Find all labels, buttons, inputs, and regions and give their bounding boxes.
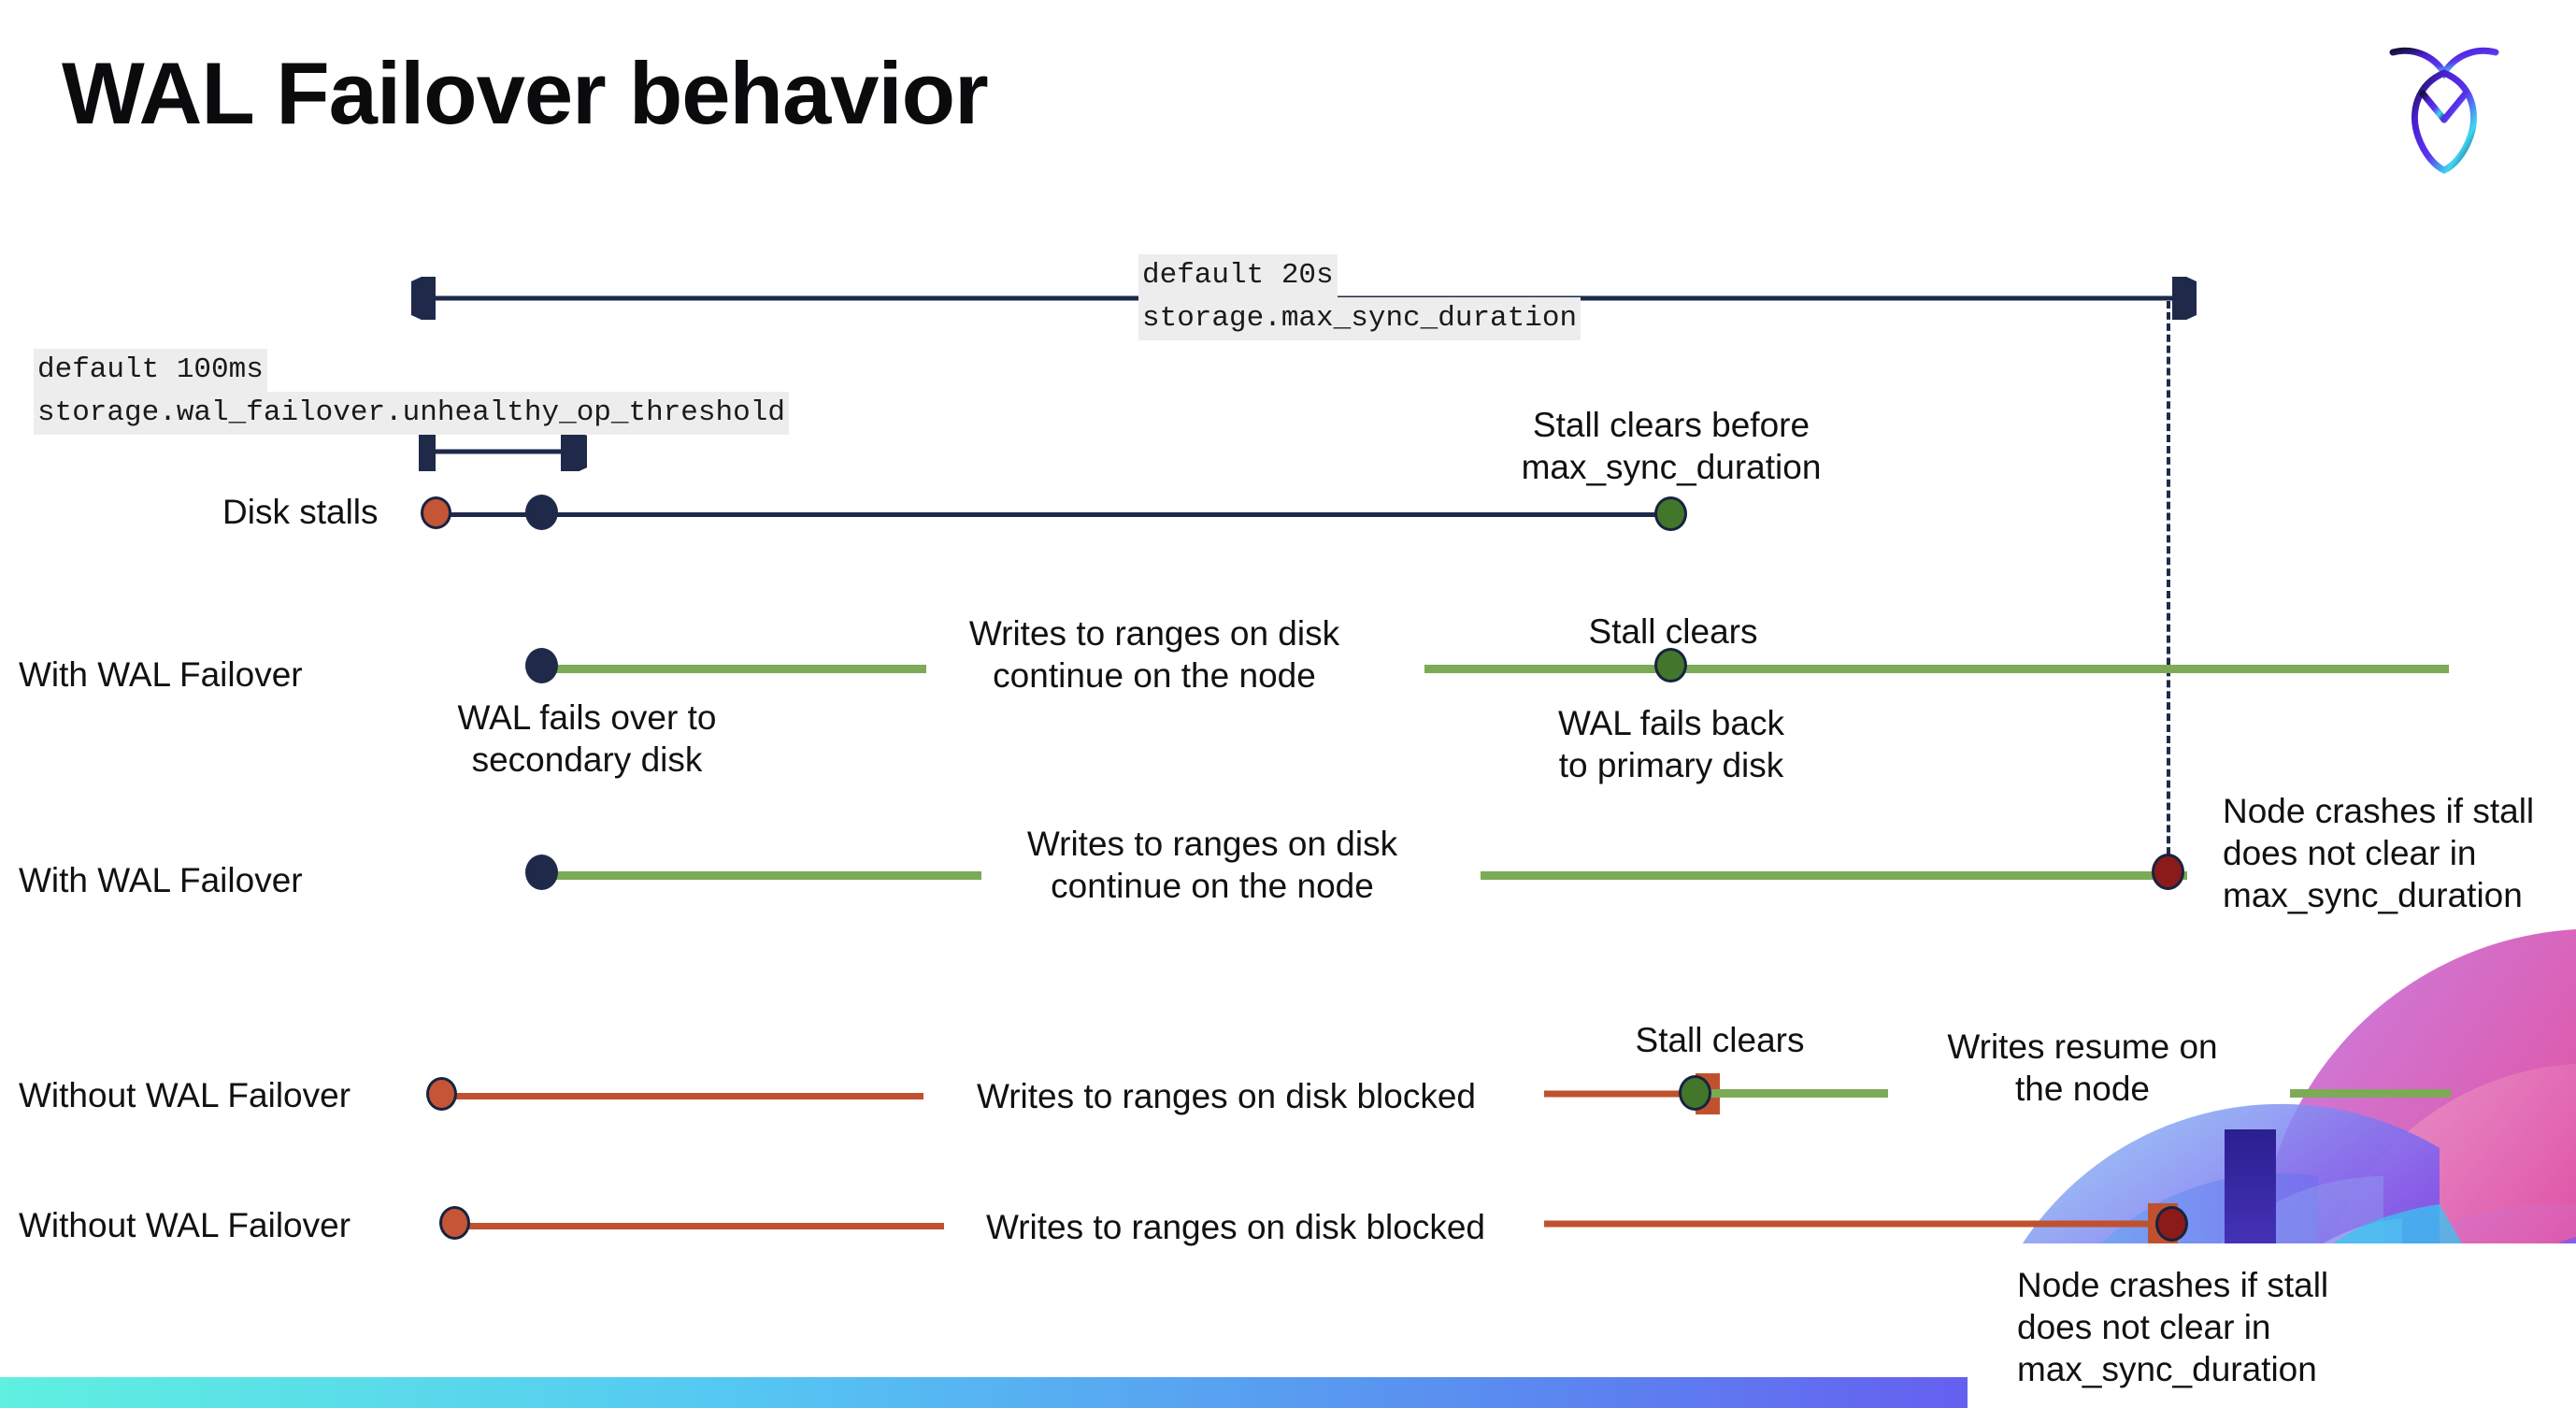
note-line-1: Writes to ranges on disk (1026, 825, 1398, 863)
wal-failover-trigger-dot (525, 495, 558, 530)
max-sync-default-value: default 20s (1138, 254, 1338, 297)
note-line-2: does not clear in (2017, 1308, 2271, 1347)
cockroachdb-logo-icon (2385, 32, 2503, 174)
without-failover-stall-clears-dot (1679, 1075, 1711, 1111)
note-line-2: continue on the node (1051, 867, 1374, 906)
without-failover-start-dot-row5 (439, 1206, 470, 1240)
note-writes-resume-on-node: Writes resume on the node (1924, 1026, 2241, 1110)
note-line-2: the node (2014, 1070, 2151, 1109)
note-line-2: does not clear in (2223, 834, 2477, 873)
with-failover-crash-timeline-segment-1 (540, 871, 981, 880)
note-writes-blocked-row4: Writes to ranges on disk blocked (976, 1077, 1477, 1115)
unhealthy-op-threshold-span-arrow (419, 432, 587, 471)
with-failover-crash-start-dot (525, 855, 558, 890)
note-line-1: WAL fails over to (457, 698, 717, 737)
max-sync-duration-setting-label: default 20s storage.max_sync_duration (1138, 254, 1581, 340)
with-failover-timeline-segment-2 (1424, 665, 2449, 673)
note-line-3: max_sync_duration (2223, 876, 2523, 915)
note-line-2: to primary disk (1558, 746, 1784, 785)
disk-stalls-timeline (436, 512, 1671, 517)
note-node-crashes-row5: Node crashes if stall does not clear in … (2017, 1264, 2428, 1390)
note-line-3: max_sync_duration (2017, 1350, 2317, 1389)
without-failover-blocked-arrow (1544, 1073, 1720, 1114)
max-sync-setting-name: storage.max_sync_duration (1138, 297, 1581, 340)
with-failover-timeline-segment-1 (540, 665, 926, 673)
with-failover-crash-timeline-segment-2 (1481, 871, 2187, 880)
note-line-2: secondary disk (471, 740, 703, 780)
row-label-without-wal-failover-recovers: Without WAL Failover (19, 1076, 351, 1114)
note-wal-fails-back-to-primary: WAL fails back to primary disk (1512, 702, 1830, 786)
row-label-with-wal-failover-recovers: With WAL Failover (19, 655, 303, 694)
with-failover-stall-clears-dot (1654, 648, 1687, 682)
row-label-without-wal-failover-crashes: Without WAL Failover (19, 1206, 351, 1244)
note-line-1: Writes to ranges on disk (968, 614, 1340, 653)
max-sync-deadline-dashed-line (2167, 301, 2170, 877)
without-failover-start-dot-row4 (426, 1077, 457, 1111)
note-line-1: Node crashes if stall (2017, 1266, 2329, 1304)
note-stall-clears-row4: Stall clears (1635, 1021, 1805, 1059)
note-writes-blocked-row5: Writes to ranges on disk blocked (985, 1208, 1486, 1246)
unhealthy-op-threshold-setting-label: default 100ms storage.wal_failover.unhea… (34, 349, 789, 435)
page-title: WAL Failover behavior (62, 44, 989, 142)
note-wal-fails-over-to-secondary: WAL fails over to secondary disk (428, 697, 746, 781)
note-line-2: continue on the node (993, 656, 1316, 696)
unhealthy-default-value: default 100ms (34, 349, 267, 392)
note-line-1: Stall clears before (1532, 406, 1810, 444)
node-crash-dot-row3 (2152, 854, 2184, 890)
row-label-disk-stalls: Disk stalls (222, 493, 379, 531)
unhealthy-setting-name: storage.wal_failover.unhealthy_op_thresh… (34, 392, 789, 435)
without-failover-crash-blocked-arrow (1544, 1203, 2178, 1244)
disk-stall-clears-dot (1654, 496, 1687, 531)
note-stall-clears-row2: Stall clears (1588, 612, 1758, 651)
without-failover-blocked-line (441, 1093, 923, 1099)
without-failover-resumed-line-2 (2290, 1089, 2451, 1098)
note-line-2: max_sync_duration (1521, 448, 1822, 487)
note-line-1: Writes resume on (1947, 1027, 2218, 1066)
without-failover-crash-blocked-line-1 (456, 1223, 944, 1229)
note-node-crashes-row3: Node crashes if stall does not clear in … (2223, 790, 2576, 916)
disk-stall-start-dot (421, 496, 451, 529)
note-line-1: Node crashes if stall (2223, 792, 2535, 830)
note-line-1: WAL fails back (1558, 704, 1784, 742)
note-writes-continue-on-node-row2: Writes to ranges on disk continue on the… (935, 612, 1374, 697)
note-writes-continue-on-node-row3: Writes to ranges on disk continue on the… (993, 823, 1432, 907)
node-crash-dot-row5 (2155, 1206, 2188, 1242)
row-label-with-wal-failover-crashes: With WAL Failover (19, 861, 303, 899)
note-stall-clears-before-max-sync: Stall clears before max_sync_duration (1484, 404, 1858, 488)
with-failover-start-dot (525, 648, 558, 683)
note-node-crashes-row5-backdrop (1968, 1243, 2576, 1408)
without-failover-resumed-line-1 (1710, 1089, 1888, 1098)
